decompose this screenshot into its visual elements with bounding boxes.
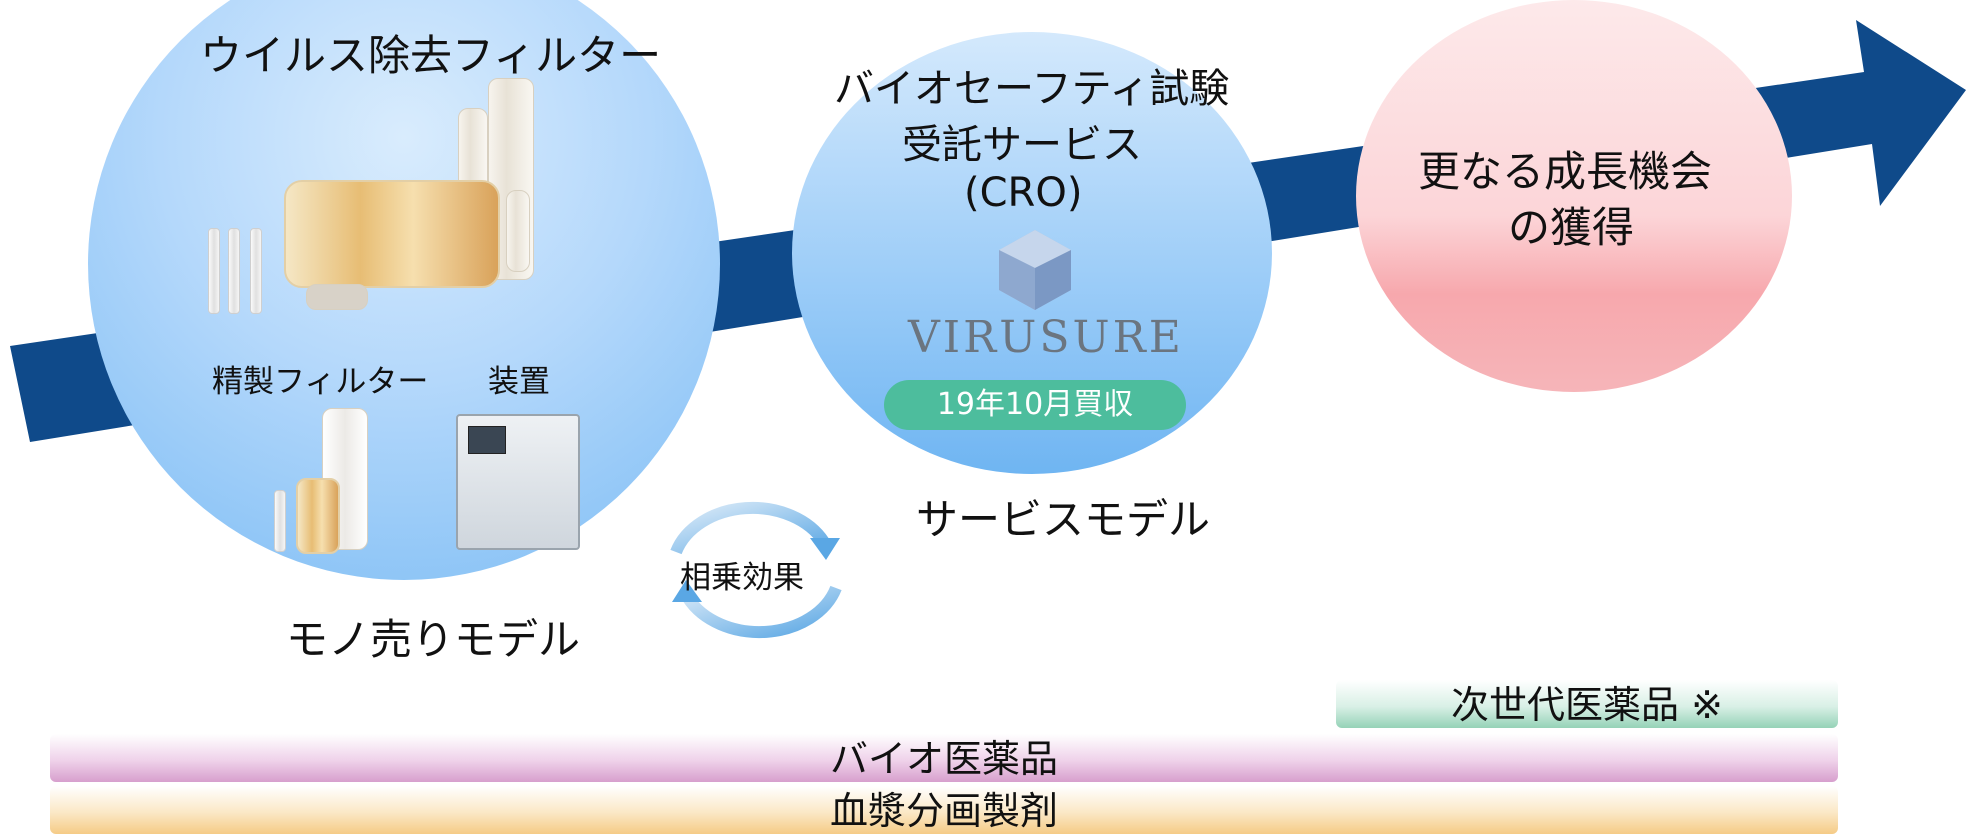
virusure-logo-text: VIRUSURE [908,312,1184,363]
growth-line1: 更なる成長機会 [1418,147,1713,196]
purification-filter-label: 精製フィルター [212,364,429,400]
product-model-label: モノ売りモデル [286,615,581,664]
growth-line2: の獲得 [1508,203,1635,252]
growth-opportunity-circle [1356,0,1792,392]
virus-filter-title: ウイルス除去フィルター [200,31,662,80]
plasma-fraction-bar: 血漿分画製剤 [50,786,1838,834]
equipment-image [456,414,580,550]
next-gen-pharma-label: 次世代医薬品 ※ [1451,683,1723,727]
synergy-label: 相乗効果 [680,560,804,596]
plasma-fraction-label: 血漿分画製剤 [829,789,1058,833]
cro-title-line2: 受託サービス [902,122,1142,168]
virusure-logo-icon [999,230,1071,310]
acquisition-badge: 19年10月買収 [884,380,1186,430]
cro-title-line1: バイオセーフティ試験 [834,66,1230,112]
equipment-label: 装置 [488,364,550,400]
next-gen-pharma-bar: 次世代医薬品 ※ [1336,680,1838,728]
biopharma-label: バイオ医薬品 [829,737,1058,781]
biopharma-bar: バイオ医薬品 [50,734,1838,782]
cro-title-line3: (CRO) [964,170,1083,216]
service-model-label: サービスモデル [916,495,1211,544]
synergy-cycle-icon [670,501,842,639]
virus-filter-circle [88,0,720,580]
